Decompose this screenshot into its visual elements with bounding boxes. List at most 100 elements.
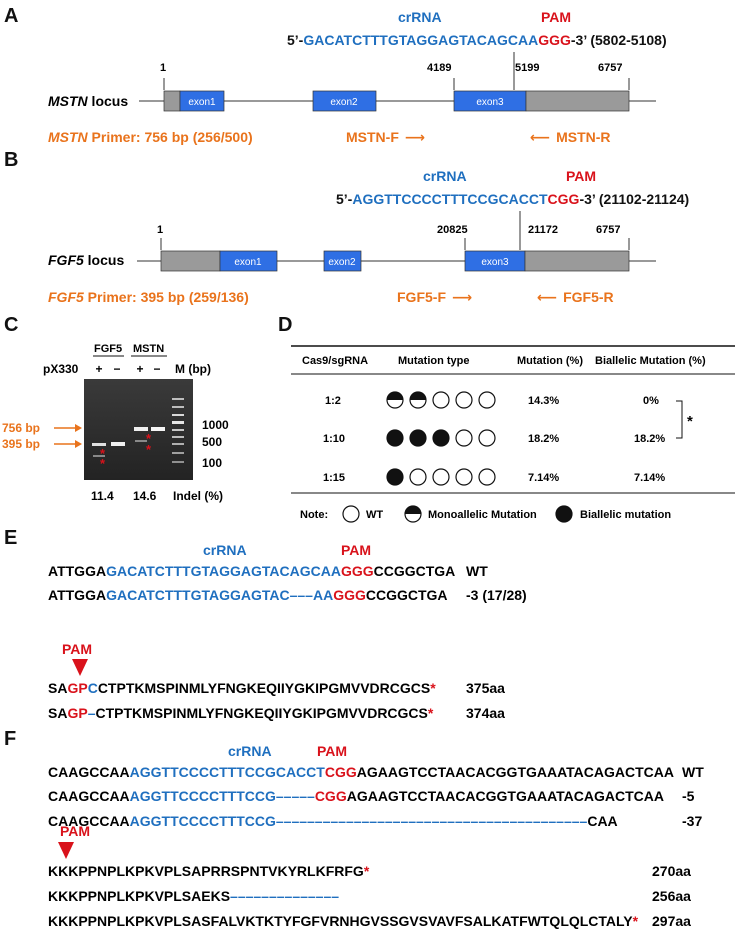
c-label-756: 756 bp [2, 421, 40, 435]
d-row2-biallelic: 18.2% [634, 433, 665, 445]
monoallelic-circle-icon [386, 391, 404, 409]
b-exon1-label: exon1 [234, 257, 262, 268]
panel-label-f: F [4, 728, 16, 750]
e-protein-mut-label: 374aa [466, 705, 505, 721]
f-protein-2: KKKPPNPLKPKVPLSAEKS–––––––––––––– [48, 888, 339, 904]
f-dna-wt-label: WT [682, 764, 704, 780]
a-pos-4189: 4189 [427, 62, 451, 74]
monoallelic-circle-icon [404, 505, 422, 523]
monoallelic-circle-icon [409, 391, 427, 409]
wt-circle-icon [432, 468, 450, 486]
e-pam-marker-icon [72, 659, 88, 676]
f-pam-marker-icon [58, 842, 74, 859]
a-exon1 [179, 90, 225, 112]
d-row3-mutation: 7.14% [528, 472, 559, 484]
e-dna-mut-label: -3 (17/28) [466, 587, 527, 603]
c-sign-1: + [95, 362, 102, 376]
e-protein-wt: SAGPCCTPTKMSPINMLYFNGKEQIIYGKIPGMVVDRCGC… [48, 680, 436, 696]
f-pam-protein-label: PAM [60, 823, 90, 839]
d-row1-ratio: 1:2 [325, 395, 341, 407]
a-exon2-label: exon2 [330, 97, 358, 108]
b-primer-label: FGF5 Primer: 395 bp (259/136) [48, 289, 249, 305]
b-fwd-primer: FGF5-F⟶ [397, 289, 472, 305]
b-pos-20825: 20825 [437, 224, 468, 236]
d-legend-mono-label: Monoallelic Mutation [428, 509, 537, 521]
d-header-mutation: Mutation (%) [517, 355, 583, 367]
c-gene-fgf5: FGF5 [94, 343, 122, 355]
e-dna-mut: ATTGGAGACATCTTTGTAGGAGTAC–––AAGGGCCGGCTG… [48, 587, 448, 603]
b-pos-6757: 6757 [596, 224, 620, 236]
c-ladder-100: 100 [202, 456, 222, 470]
c-ladder-500: 500 [202, 435, 222, 449]
a-exon3-label: exon3 [476, 97, 504, 108]
a-rev-primer: ⟵MSTN-R [530, 129, 611, 145]
a-primer-label: MSTN Primer: 756 bp (256/500) [48, 129, 253, 145]
a-pos-6757: 6757 [598, 62, 622, 74]
c-indel-label: Indel (%) [173, 489, 223, 503]
b-utr-3 [524, 250, 630, 272]
a-utr-5 [163, 90, 181, 112]
d-legend-bi-circle [555, 505, 573, 523]
d-row1-circles [386, 391, 496, 409]
panel-label-b: B [4, 149, 18, 171]
d-row3-circles [386, 468, 496, 486]
e-crrna-label: crRNA [203, 542, 247, 558]
b-locus-label: FGF5 locus [48, 252, 124, 268]
c-m-label: M (bp) [175, 362, 211, 376]
d-table-row-2: 1:10 18.2% 18.2% [323, 429, 665, 447]
wt-circle-icon [432, 391, 450, 409]
c-star-mstn-2: * [146, 442, 152, 457]
c-gel-image [84, 379, 193, 480]
biallelic-circle-icon [409, 429, 427, 447]
d-significance-star: * [687, 413, 693, 430]
a-exon1-label: exon1 [188, 97, 216, 108]
a-crrna-sequence: 5’-GACATCTTTGTAGGAGTACAGCAAGGG-3’ (5802-… [287, 32, 667, 48]
d-row2-ratio: 1:10 [323, 433, 345, 445]
c-indel-fgf5: 11.4 [91, 489, 114, 503]
c-ladder-1000: 1000 [202, 418, 229, 432]
b-utr-5 [160, 250, 221, 272]
d-row3-ratio: 1:15 [323, 472, 345, 484]
c-arrow-395-head [75, 440, 82, 448]
e-protein-wt-label: 375aa [466, 680, 505, 696]
e-dna-wt: ATTGGAGACATCTTTGTAGGAGTACAGCAAGGGCCGGCTG… [48, 563, 455, 579]
f-dna-m5: CAAGCCAAAGGTTCCCCTTTCCG–––––CGGAGAAGTCCT… [48, 788, 664, 804]
c-star-mstn-1: * [146, 431, 152, 446]
e-protein-mut: SAGP–CTPTKMSPINMLYFNGKEQIIYGKIPGMVVDRCGC… [48, 705, 434, 721]
c-px330-label: pX330 [43, 362, 79, 376]
d-row3-biallelic: 7.14% [634, 472, 665, 484]
d-table-row-3: 1:15 7.14% 7.14% [323, 468, 665, 486]
d-header-ratio: Cas9/sgRNA [302, 355, 368, 367]
a-pam-label: PAM [541, 9, 571, 25]
e-pam-protein-label: PAM [62, 641, 92, 657]
f-dna-m5-label: -5 [682, 788, 695, 804]
c-sign-3: + [136, 362, 143, 376]
a-locus-label: MSTN locus [48, 93, 128, 109]
f-protein-3: KKKPPNPLKPKVPLSASFALVKTKTYFGFVRNHGVSSGVS… [48, 913, 639, 929]
wt-circle-icon [455, 391, 473, 409]
f-sequence-block: CAAGCCAAAGGTTCCCCTTTCCGCACCTCGGAGAAGTCCT… [48, 764, 674, 829]
d-row2-mutation: 18.2% [528, 433, 559, 445]
f-protein-1-label: 270aa [652, 863, 691, 879]
f-protein-block: KKKPPNPLKPKVPLSAPRRSPNTVKYRLKFRFG* KKKPP… [48, 863, 639, 929]
d-legend-bi-label: Biallelic mutation [580, 509, 671, 521]
b-crrna-label: crRNA [423, 168, 467, 184]
f-protein-1: KKKPPNPLKPKVPLSAPRRSPNTVKYRLKFRFG* [48, 863, 370, 879]
f-dna-m37-label: -37 [682, 813, 702, 829]
b-pos-21172: 21172 [528, 224, 558, 236]
b-exon2-label: exon2 [328, 257, 356, 268]
a-pos-5199: 5199 [515, 62, 539, 74]
b-crrna-sequence: 5’-AGGTTCCCCTTTCCGCACCTCGG-3’ (21102-211… [336, 191, 689, 207]
d-row2-circles [386, 429, 496, 447]
b-pam-label: PAM [566, 168, 596, 184]
biallelic-circle-icon [386, 429, 404, 447]
d-row1-mutation: 14.3% [528, 395, 559, 407]
f-pam-label: PAM [317, 743, 347, 759]
wt-circle-icon [478, 391, 496, 409]
f-dna-m37: CAAGCCAAAGGTTCCCCTTTCCG–––––––––––––––––… [48, 813, 618, 829]
c-arrow-756-head [75, 424, 82, 432]
f-dna-wt: CAAGCCAAAGGTTCCCCTTTCCGCACCTCGGAGAAGTCCT… [48, 764, 674, 780]
e-dna-wt-label: WT [466, 563, 488, 579]
panel-label-c: C [4, 314, 18, 336]
